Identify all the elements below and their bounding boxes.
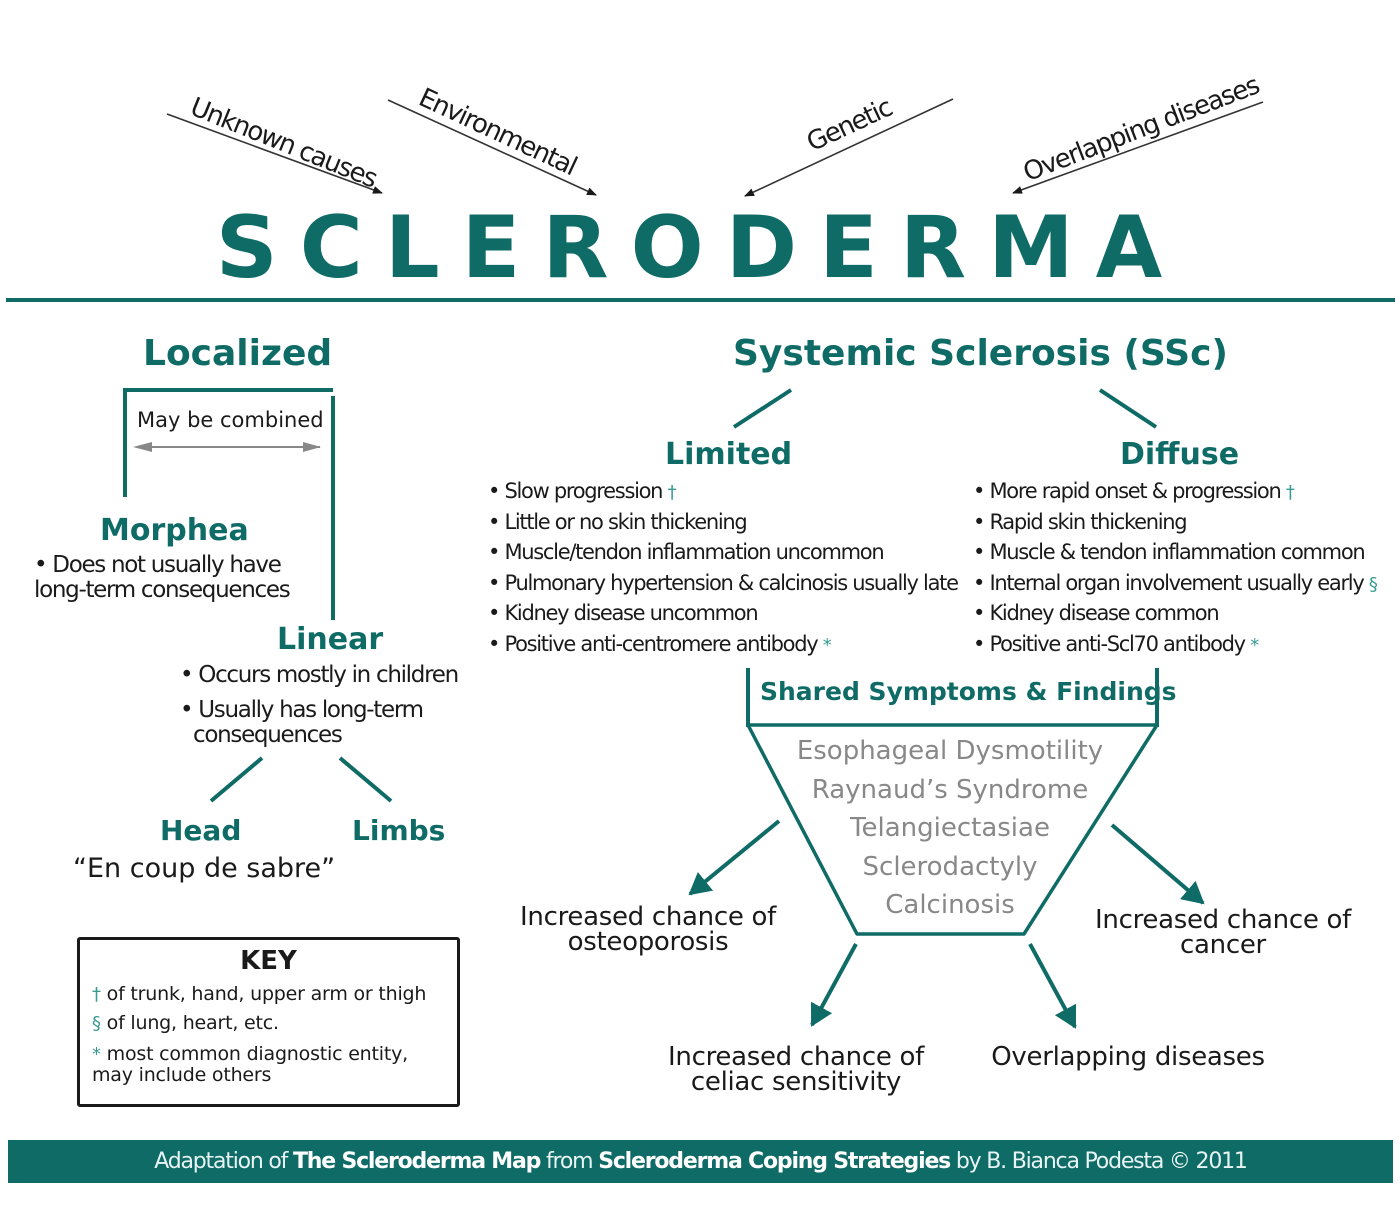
key-item-text: may include others: [92, 1064, 272, 1086]
cause-arrow-overlapping: [1012, 101, 1264, 194]
ssc-to-diffuse-line: [1098, 388, 1158, 429]
morphea-line: • Does not usually have: [34, 552, 282, 578]
diffuse-bullet-list: • More rapid onset & progression † • Rap…: [973, 476, 1378, 659]
linear-bullet-cont: consequences: [193, 722, 343, 748]
key-legend-box: KEY † of trunk, hand, upper arm or thigh…: [77, 937, 460, 1107]
shared-symptoms-list: Esophageal Dysmotility Raynaud’s Syndrom…: [760, 732, 1140, 925]
page-title: SCLERODERMA: [215, 198, 1185, 298]
shared-symptom-item: Calcinosis: [885, 890, 1015, 920]
dagger-mark-icon: †: [1285, 482, 1295, 503]
key-item-text: of lung, heart, etc.: [100, 1012, 279, 1034]
linear-bullet: • Occurs mostly in children: [180, 662, 459, 688]
arrow-to-cancer: [1110, 823, 1205, 905]
shared-symptom-item: Esophageal Dysmotility: [796, 736, 1104, 766]
cause-arrow-environmental: [387, 99, 597, 196]
diffuse-bullet: • Kidney disease common: [973, 601, 1220, 625]
arrow-to-celiac: [810, 943, 858, 1027]
outcome-overlapping: Overlapping diseases: [991, 1042, 1265, 1072]
dagger-mark-icon: †: [92, 984, 101, 1005]
outcome-celiac: Increased chance of celiac sensitivity: [668, 1042, 924, 1097]
limited-bullet: • Pulmonary hypertension & calcinosis us…: [488, 570, 959, 595]
shared-symptom-item: Sclerodactyly: [862, 851, 1038, 882]
footer-author: by B. Bianca Podesta © 2011: [950, 1149, 1248, 1174]
dagger-mark-icon: †: [667, 482, 677, 503]
ssc-to-limited-line: [732, 388, 793, 429]
outcome-cancer: Increased chance of cancer: [1095, 905, 1351, 960]
shared-trapezoid: [746, 723, 1159, 936]
shared-symptoms-heading: Shared Symptoms & Findings: [760, 677, 1177, 706]
section-mark-icon: §: [92, 1013, 101, 1034]
outcome-osteoporosis: Increased chance of osteoporosis: [520, 902, 776, 957]
limited-bullet: • Little or no skin thickening: [488, 509, 748, 534]
arrow-to-overlapping: [1028, 943, 1077, 1029]
localized-bracket: [123, 388, 333, 497]
key-item-text: most common diagnostic entity,: [100, 1043, 409, 1065]
may-be-combined-label: May be combined: [137, 408, 324, 432]
limited-bullet: • Slow progression †: [488, 479, 677, 503]
asterisk-mark-icon: *: [1250, 634, 1259, 656]
diffuse-bullet: • More rapid onset & progression †: [973, 479, 1295, 503]
head-note: “En coup de sabre”: [73, 853, 336, 884]
key-title: KEY: [240, 946, 297, 976]
shared-symptom-item: Raynaud’s Syndrome: [811, 774, 1089, 805]
linear-description: • Occurs mostly in children • Usually ha…: [180, 662, 459, 748]
linear-bullet: • Usually has long-term: [180, 697, 424, 723]
key-item-asterisk: * most common diagnostic entity,: [92, 1043, 409, 1066]
arrow-to-osteoporosis: [688, 819, 781, 896]
limited-heading: Limited: [665, 437, 793, 472]
linear-to-head-line: [209, 756, 264, 803]
key-item-dagger: † of trunk, hand, upper arm or thigh: [92, 983, 427, 1006]
footer-text: Adaptation of: [154, 1149, 293, 1174]
localized-heading: Localized: [143, 333, 333, 374]
head-heading: Head: [160, 814, 242, 847]
asterisk-mark-icon: *: [92, 1044, 101, 1065]
limited-bullet: • Muscle/tendon inflammation uncommon: [488, 540, 885, 564]
limbs-heading: Limbs: [352, 814, 446, 847]
key-item-text: of trunk, hand, upper arm or thigh: [100, 983, 427, 1005]
morphea-heading: Morphea: [100, 513, 249, 548]
limited-bullet: • Kidney disease uncommon: [488, 601, 759, 625]
limited-bullet-list: • Slow progression † • Little or no skin…: [488, 476, 959, 659]
shared-symptom-item: Telangiectasiae: [850, 813, 1050, 843]
footer-book-title: Scleroderma Coping Strategies: [598, 1149, 951, 1174]
key-item-asterisk-cont: may include others: [92, 1065, 271, 1086]
diffuse-bullet: • Muscle & tendon inflammation common: [973, 540, 1366, 564]
combined-arrowhead-left: [133, 442, 152, 452]
diffuse-bullet: • Rapid skin thickening: [973, 509, 1188, 534]
footer-text: from: [540, 1149, 599, 1174]
linear-heading: Linear: [277, 622, 384, 657]
footer-map-title: The Scleroderma Map: [293, 1149, 541, 1174]
cause-arrow-unknown: [166, 113, 383, 194]
diffuse-bullet: • Positive anti-Scl70 antibody *: [973, 631, 1259, 656]
morphea-description: • Does not usually have long-term conseq…: [34, 552, 291, 603]
systemic-sclerosis-heading: Systemic Sclerosis (SSc): [733, 333, 1228, 374]
linear-to-limbs-line: [338, 756, 393, 803]
diffuse-heading: Diffuse: [1120, 437, 1240, 472]
section-mark-icon: §: [1368, 573, 1378, 595]
diffuse-bullet: • Internal organ involvement usually ear…: [973, 570, 1378, 595]
attribution-footer: Adaptation of The Scleroderma Map from S…: [8, 1140, 1393, 1183]
cause-arrow-genetic: [744, 98, 954, 197]
key-item-section: § of lung, heart, etc.: [92, 1012, 279, 1035]
asterisk-mark-icon: *: [822, 634, 832, 656]
morphea-line: long-term consequences: [34, 577, 291, 603]
limited-bullet: • Positive anti-centromere antibody *: [488, 631, 832, 656]
